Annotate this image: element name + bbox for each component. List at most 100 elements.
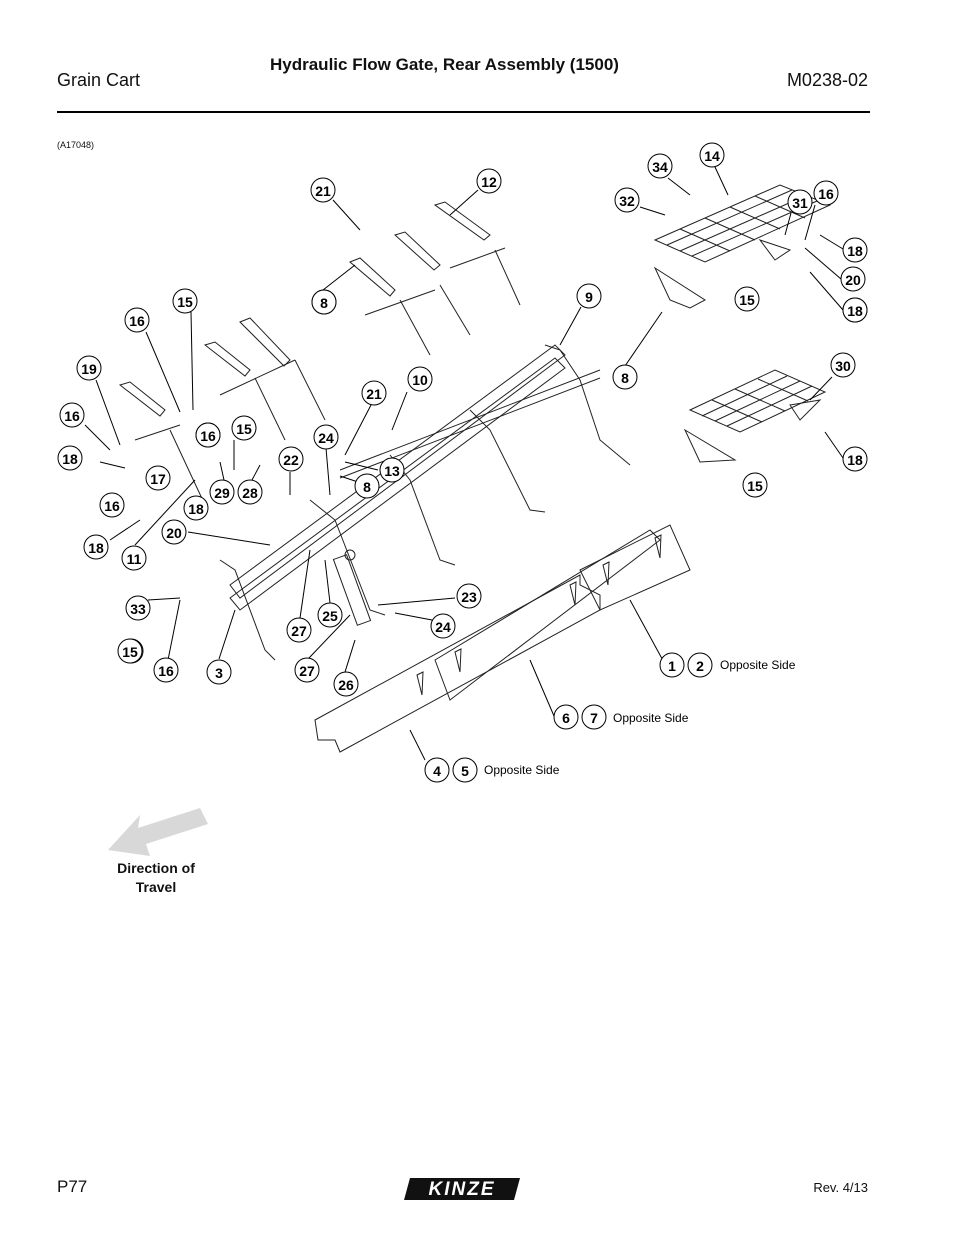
callout-10: 10 (407, 366, 433, 392)
callout-24: 24 (313, 424, 339, 450)
callout-label: 9 (585, 289, 593, 305)
callout-label: 18 (62, 451, 78, 467)
callout-21: 21 (310, 177, 336, 203)
callout-label: 16 (129, 313, 145, 329)
callout-label: 3 (215, 665, 223, 681)
callout-24: 24 (430, 613, 456, 639)
callout-label: 27 (291, 623, 307, 639)
callout-16: 16 (124, 307, 150, 333)
callout-31: 31 (787, 189, 813, 215)
callout-label: 32 (619, 193, 635, 209)
callout-8: 8 (311, 289, 337, 315)
callout-2: 2 (687, 652, 713, 678)
callout-label: 20 (166, 525, 182, 541)
callout-22: 22 (278, 446, 304, 472)
callout-16: 16 (59, 402, 85, 428)
callout-19: 19 (76, 355, 102, 381)
callout-8: 8 (612, 364, 638, 390)
callout-34: 34 (647, 153, 673, 179)
callout-label: 15 (177, 294, 193, 310)
callout-label: 18 (88, 540, 104, 556)
callout-label: 7 (590, 710, 598, 726)
callout-label: 21 (315, 183, 331, 199)
callout-label: 21 (366, 386, 382, 402)
direction-line-1: Direction of (117, 860, 195, 876)
callout-label: 33 (130, 601, 146, 617)
callout-label: 31 (792, 195, 808, 211)
callout-7: 7 (581, 704, 607, 730)
direction-of-travel-label: Direction of Travel (100, 859, 212, 897)
callout-label: 4 (433, 763, 441, 779)
logo-text: KINZE (429, 1179, 496, 1200)
callout-18: 18 (57, 445, 83, 471)
callout-label: 8 (363, 479, 371, 495)
callout-20: 20 (840, 266, 866, 292)
callout-label: 29 (214, 485, 230, 501)
callout-label: 24 (435, 619, 451, 635)
page-number: P77 (57, 1177, 88, 1196)
callout-label: 17 (150, 471, 166, 487)
callout-label: 6 (562, 710, 570, 726)
callout-12: 12 (476, 168, 502, 194)
callout-label: 11 (127, 551, 142, 567)
callout-label: 1 (668, 658, 676, 674)
callout-label: 15 (122, 644, 138, 660)
callout-label: 8 (621, 370, 629, 386)
step-platform-lower (683, 369, 827, 463)
callout-label: 25 (322, 608, 338, 624)
callout-16: 16 (99, 492, 125, 518)
shield-panels (314, 524, 691, 753)
figure-id: (A17048) (57, 140, 95, 150)
opposite-side-note-1-2: Opposite Side (720, 658, 796, 672)
callout-13: 13 (379, 457, 405, 483)
callout-4: 4 (424, 757, 450, 783)
callout-26: 26 (333, 671, 359, 697)
callout-label: 8 (320, 295, 328, 311)
callout-label: 30 (835, 358, 851, 374)
callout-label: 26 (338, 677, 354, 693)
callout-14: 14 (699, 142, 725, 168)
callout-label: 20 (845, 272, 861, 288)
callout-label: 28 (242, 485, 258, 501)
step-platform-upper (653, 184, 832, 309)
callout-11: 11 (121, 545, 147, 571)
kinze-logo: KINZE (404, 1178, 520, 1200)
callout-label: 15 (739, 292, 755, 308)
callout-15: 15 (117, 638, 143, 664)
callout-label: 2 (696, 658, 704, 674)
callout-label: 10 (412, 372, 428, 388)
page-title: Hydraulic Flow Gate, Rear Assembly (1500… (270, 55, 619, 74)
callout-30: 30 (830, 352, 856, 378)
opposite-side-note-4-5: Opposite Side (484, 763, 560, 777)
callout-16: 16 (813, 180, 839, 206)
callout-15: 15 (172, 288, 198, 314)
callout-16: 16 (153, 657, 179, 683)
callout-18: 18 (183, 495, 209, 521)
callout-label: 5 (461, 763, 469, 779)
callout-label: 12 (481, 174, 497, 190)
callout-label: 16 (158, 663, 174, 679)
callout-18: 18 (842, 297, 868, 323)
callout-label: 24 (318, 430, 334, 446)
callout-label: 13 (384, 463, 400, 479)
callout-23: 23 (456, 583, 482, 609)
callout-label: 18 (847, 452, 863, 468)
callout-21: 21 (361, 380, 387, 406)
callout-18: 18 (842, 446, 868, 472)
callout-label: 18 (847, 303, 863, 319)
callout-label: 19 (81, 361, 97, 377)
leader-lines (84, 166, 844, 761)
header-rule (57, 111, 870, 113)
callout-label: 27 (299, 663, 315, 679)
callout-label: 14 (704, 148, 720, 164)
callout-bubbles: 1234567888891011121314151515151515161616… (57, 142, 868, 783)
callout-label: 16 (64, 408, 80, 424)
callout-33: 33 (125, 595, 151, 621)
callout-18: 18 (83, 534, 109, 560)
callout-6: 6 (553, 704, 579, 730)
callout-label: 15 (747, 478, 763, 494)
direction-line-2: Travel (135, 879, 177, 895)
callout-25: 25 (317, 602, 343, 628)
callout-16: 16 (195, 422, 221, 448)
